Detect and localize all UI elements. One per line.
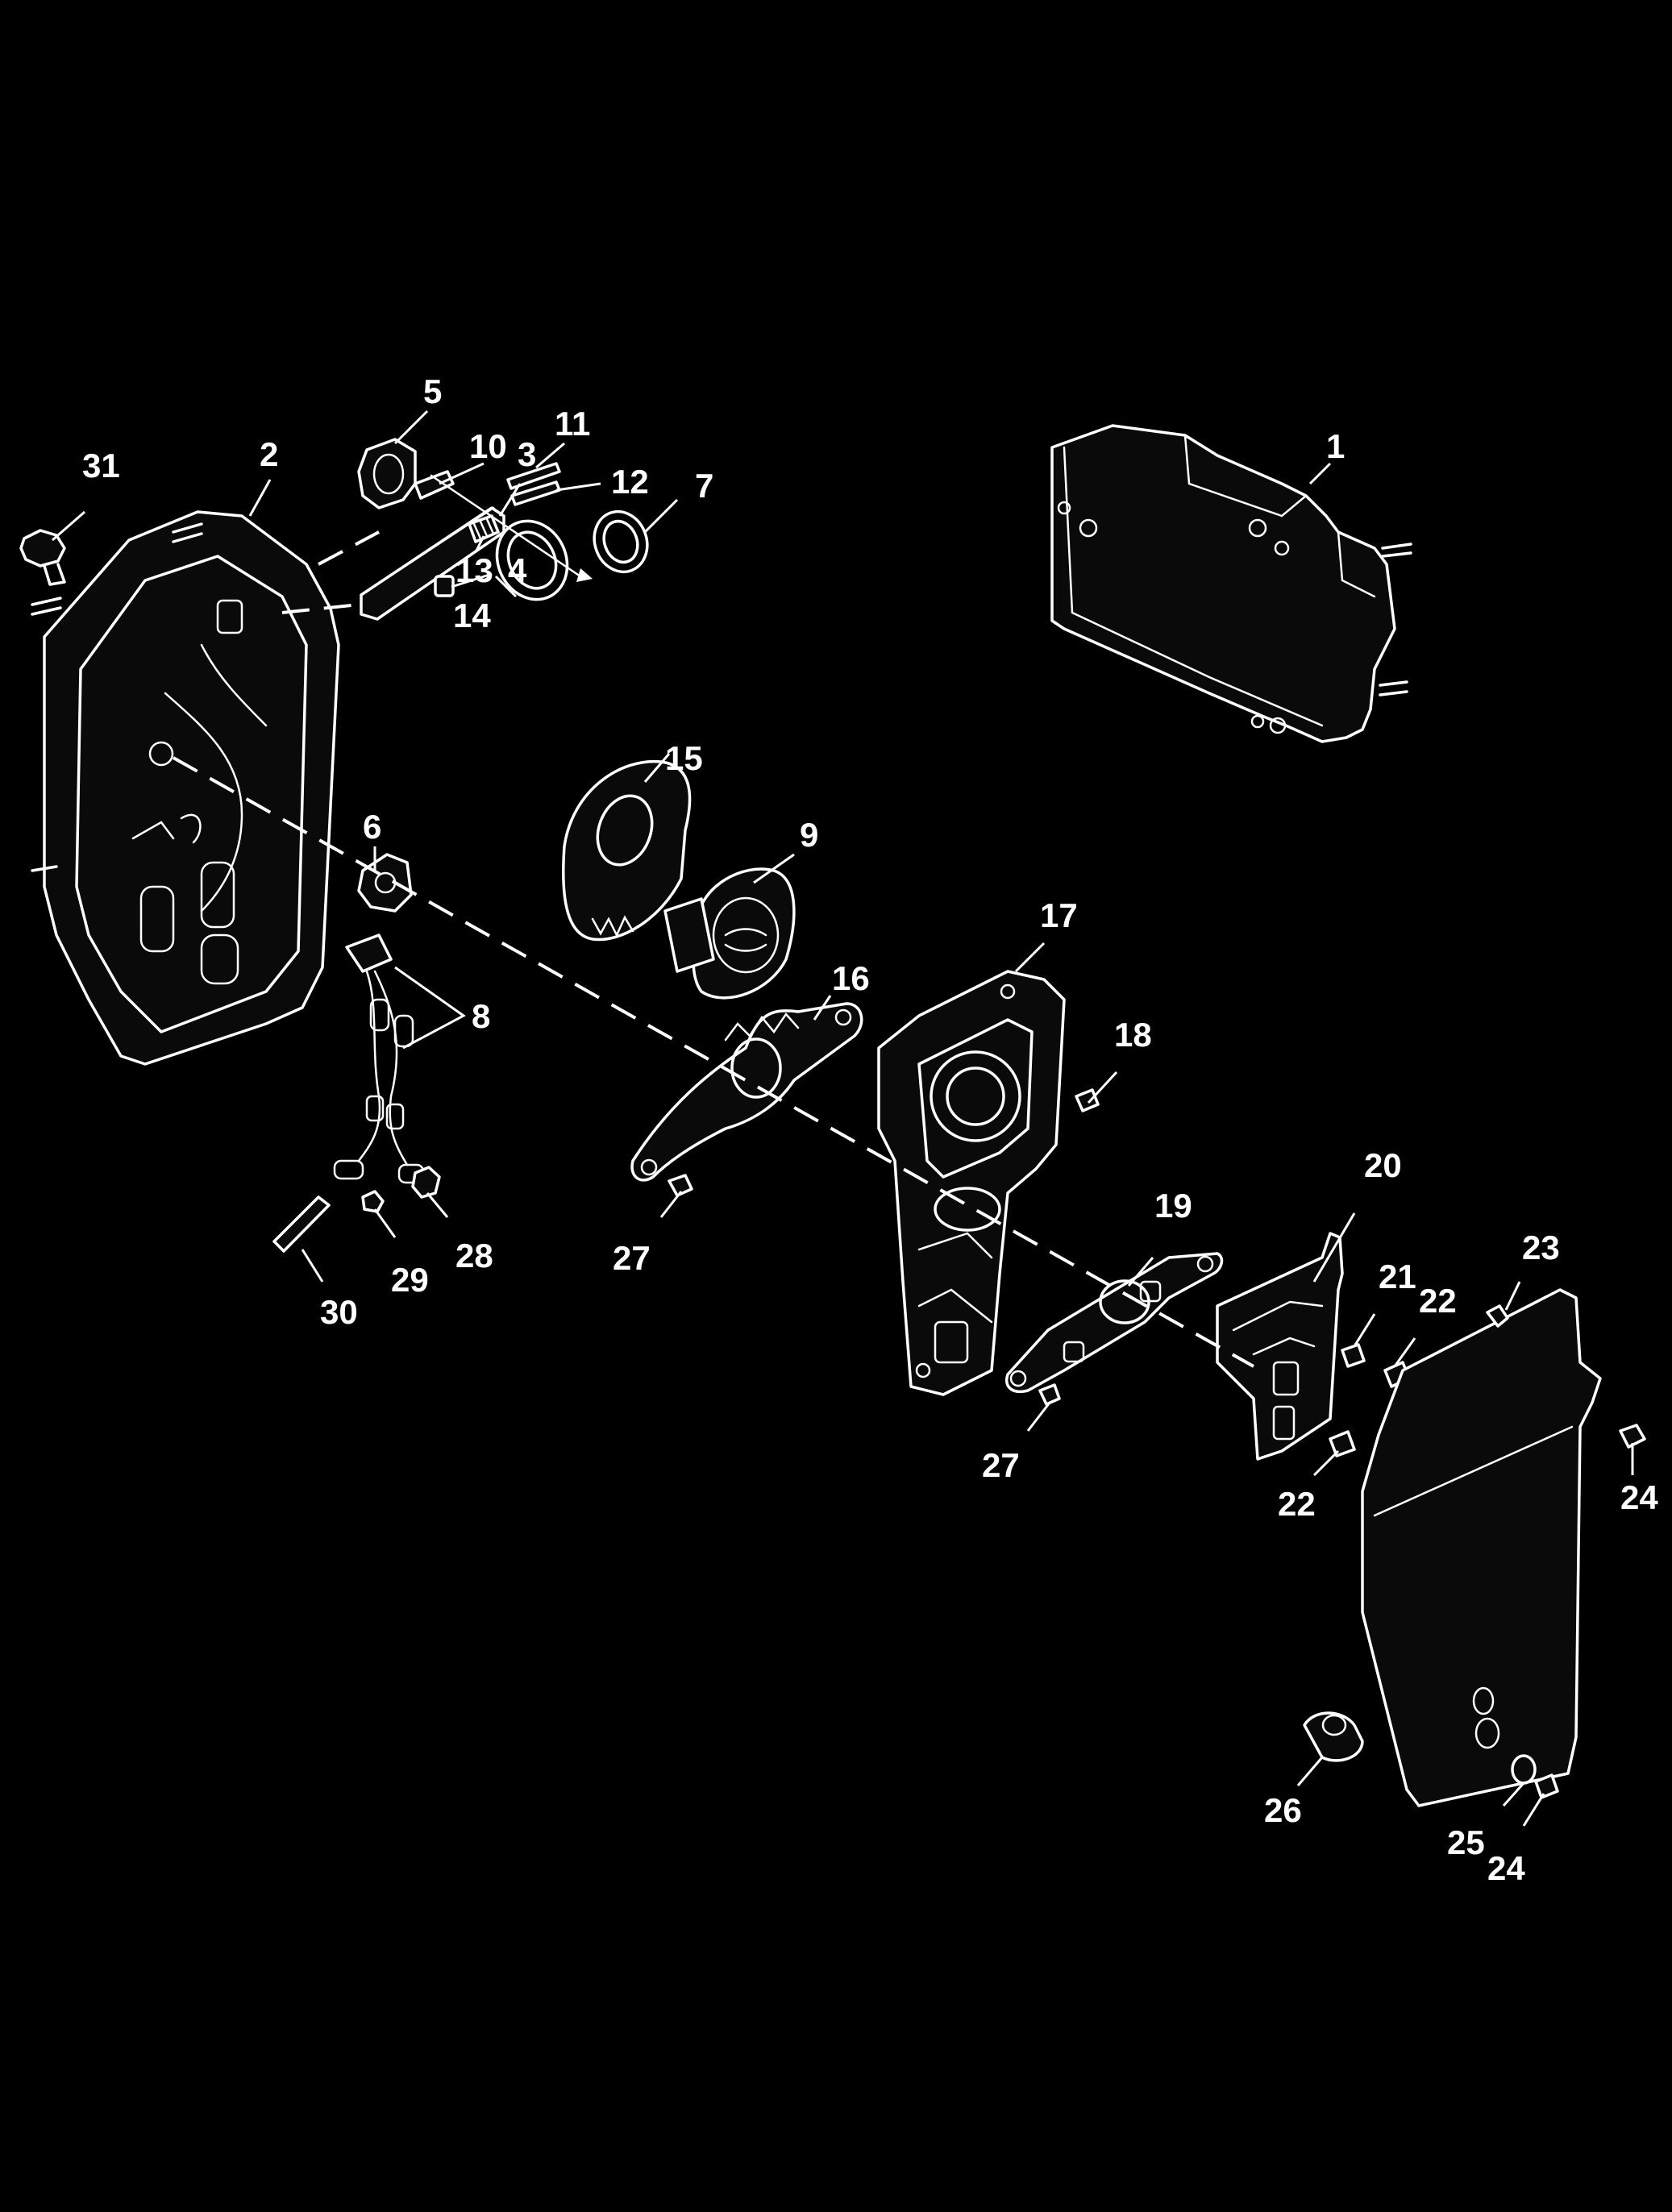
part-18-screw xyxy=(1075,1088,1100,1112)
part-14-clip xyxy=(495,519,569,601)
assembly-lines xyxy=(173,474,1254,1368)
callout-9: 9 xyxy=(800,816,818,854)
callout-31: 31 xyxy=(82,447,120,484)
callout-28: 28 xyxy=(455,1237,493,1274)
part-7-washer xyxy=(593,509,649,574)
callout-4: 4 xyxy=(508,551,527,589)
callout-27-left: 27 xyxy=(613,1239,651,1277)
leader-lines xyxy=(52,410,1634,1827)
part-9-hub-gear xyxy=(663,867,796,1000)
callout-17: 17 xyxy=(1040,896,1078,934)
callout-25: 25 xyxy=(1447,1823,1485,1861)
part-16-lever-arm xyxy=(630,1002,863,1182)
part-22-screw-b xyxy=(1329,1430,1356,1457)
part-21-spacer xyxy=(1341,1343,1366,1368)
part-28-nut xyxy=(411,1166,441,1199)
part-15-gear-disc xyxy=(562,759,692,942)
part-8-wiring-harness xyxy=(333,933,425,1184)
part-13-spring xyxy=(468,514,500,543)
callout-20: 20 xyxy=(1364,1146,1402,1184)
callout-7: 7 xyxy=(695,467,713,505)
callout-12: 12 xyxy=(611,463,649,501)
callout-27-right: 27 xyxy=(982,1446,1020,1484)
callout-13: 13 xyxy=(455,551,493,589)
callout-2: 2 xyxy=(260,435,278,473)
part-20-bracket xyxy=(1216,1232,1344,1461)
callout-18: 18 xyxy=(1114,1016,1152,1054)
callout-6: 6 xyxy=(363,808,381,846)
callout-21: 21 xyxy=(1379,1258,1416,1295)
part-24-screw-a xyxy=(1619,1424,1646,1449)
part-23-cover-plate xyxy=(1361,1288,1602,1807)
part-5-retaining-plate xyxy=(357,438,417,509)
part-10-pin xyxy=(414,470,455,500)
part-11-pin xyxy=(506,462,561,490)
callout-11: 11 xyxy=(555,405,590,443)
callout-24-bottom: 24 xyxy=(1487,1849,1525,1887)
part-27-screw-b xyxy=(1038,1383,1061,1406)
part-30-pin xyxy=(272,1195,331,1253)
callout-15: 15 xyxy=(665,739,703,777)
part-4-sleeve xyxy=(434,575,455,597)
callout-26: 26 xyxy=(1264,1791,1302,1829)
part-31-screw xyxy=(19,529,66,586)
part-24-screw-b xyxy=(1534,1773,1559,1799)
part-29-screw xyxy=(361,1190,385,1213)
callout-3: 3 xyxy=(518,435,536,473)
part-17-mounting-plate xyxy=(877,970,1066,1396)
callout-8: 8 xyxy=(472,997,490,1035)
part-2-main-housing xyxy=(31,510,340,1066)
callout-19: 19 xyxy=(1154,1187,1192,1224)
part-6-cam xyxy=(357,853,413,913)
part-19-linkage-plate xyxy=(1005,1252,1224,1393)
callout-23: 23 xyxy=(1522,1229,1560,1266)
callout-29: 29 xyxy=(391,1261,429,1299)
part-27-screw-a xyxy=(668,1174,693,1197)
callout-22-bottom: 22 xyxy=(1278,1485,1316,1523)
callout-labels: 1 2 3 4 5 6 7 8 9 10 11 12 13 14 15 16 1… xyxy=(82,372,1658,1887)
callout-24-right: 24 xyxy=(1620,1478,1658,1516)
callout-30: 30 xyxy=(320,1293,358,1331)
callout-5: 5 xyxy=(423,372,442,410)
part-26-bushing xyxy=(1303,1711,1364,1762)
callout-1: 1 xyxy=(1326,427,1345,465)
callout-16: 16 xyxy=(832,959,870,997)
callout-22-top: 22 xyxy=(1419,1282,1457,1320)
callout-14: 14 xyxy=(453,597,491,634)
callout-10: 10 xyxy=(469,427,507,465)
part-1-remote-housing xyxy=(1050,424,1412,743)
